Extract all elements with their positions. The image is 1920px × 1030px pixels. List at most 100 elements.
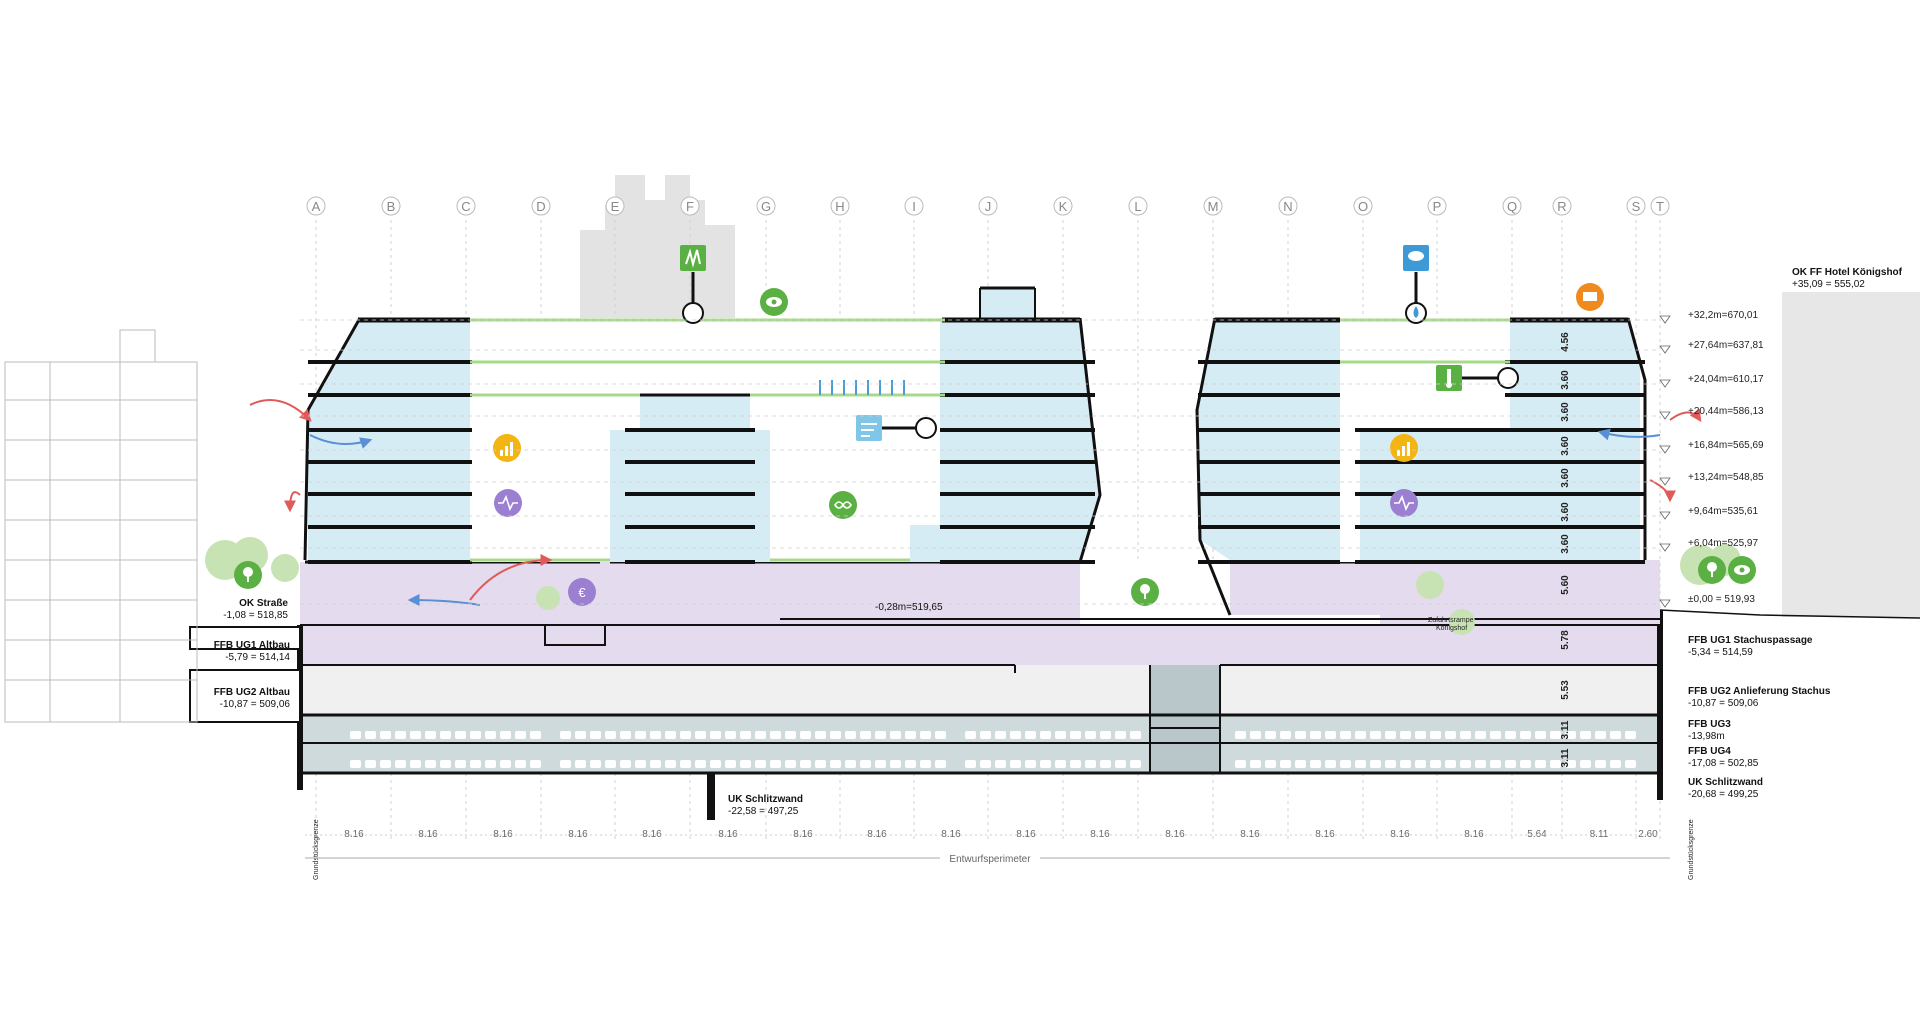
parking-car: [1295, 760, 1306, 768]
grid-axis-label: F: [686, 199, 694, 214]
parking-car: [380, 731, 391, 739]
parking-car: [935, 731, 946, 739]
parking-car: [845, 731, 856, 739]
parking-car: [530, 760, 541, 768]
level-value: +20,44m=586,13: [1688, 406, 1764, 417]
hotel-top-value: +35,09 = 555,02: [1792, 279, 1865, 290]
parking-car: [1400, 760, 1411, 768]
parking-car: [650, 731, 661, 739]
parking-car: [1610, 760, 1621, 768]
parking-car: [1520, 760, 1531, 768]
parking-car: [560, 760, 571, 768]
parking-car: [1445, 760, 1456, 768]
parking-car: [410, 760, 421, 768]
level-value: +16,84m=565,69: [1688, 440, 1764, 451]
parking-car: [1595, 731, 1606, 739]
parking-car: [965, 760, 976, 768]
parking-car: [680, 760, 691, 768]
parking-car: [485, 760, 496, 768]
parking-car: [590, 731, 601, 739]
parking-car: [1070, 760, 1081, 768]
parking-car: [500, 760, 511, 768]
parking-car: [1340, 760, 1351, 768]
parking-car: [380, 760, 391, 768]
uk-schlitzwand-right-value: -20,68 = 499,25: [1688, 789, 1759, 800]
parking-car: [1355, 731, 1366, 739]
grid-axis-label: T: [1656, 199, 1664, 214]
floor-height: 3.60: [1560, 402, 1571, 422]
parking-car: [815, 760, 826, 768]
parking-car: [695, 731, 706, 739]
level-value: +6,04m=525,97: [1688, 538, 1758, 549]
rain-cloud-icon: [1403, 245, 1429, 324]
grid-axis-label: C: [461, 199, 470, 214]
floor-height: 3.60: [1560, 370, 1571, 390]
parking-car: [965, 731, 976, 739]
level-value: +24,04m=610,17: [1688, 374, 1764, 385]
parking-car: [740, 760, 751, 768]
parking-car: [620, 731, 631, 739]
parking-car: [440, 760, 451, 768]
grid-axis-bubble: [1626, 196, 1646, 216]
thermometer-icon: [1436, 365, 1519, 391]
grid-dimension: 8.16: [1464, 829, 1484, 840]
parking-car: [755, 731, 766, 739]
parking-car: [560, 731, 571, 739]
grid-dimension: 8.16: [867, 829, 887, 840]
parking-car: [1340, 731, 1351, 739]
parking-car: [395, 760, 406, 768]
parking-car: [860, 760, 871, 768]
grid-axis-bubble: [1552, 196, 1572, 216]
parking-car: [1280, 760, 1291, 768]
grundstueck-label-left: Grundstücksgrenze: [313, 819, 320, 880]
parking-car: [1265, 760, 1276, 768]
parking-car: [1085, 760, 1096, 768]
parking-car: [1250, 760, 1261, 768]
ug3-label: FFB UG3: [1688, 719, 1731, 730]
parking-car: [1505, 731, 1516, 739]
parking-car: [1115, 731, 1126, 739]
parking-car: [1130, 731, 1141, 739]
parking-car: [1475, 731, 1486, 739]
level-triangle: [1659, 477, 1671, 486]
level-triangle: [1659, 315, 1671, 324]
parking-car: [1055, 731, 1066, 739]
parking-car: [980, 731, 991, 739]
grundstueck-label-right: Grundstücksgrenze: [1688, 819, 1695, 880]
floor-height: 3.60: [1560, 436, 1571, 456]
parking-car: [1310, 760, 1321, 768]
growth-chart-icon: [493, 434, 521, 462]
parking-car: [1235, 731, 1246, 739]
level-triangle: [1659, 411, 1671, 420]
ug1-altbau-value: -5,79 = 514,14: [225, 652, 290, 663]
parking-car: [845, 760, 856, 768]
eye-icon-right: [1728, 556, 1756, 584]
parking-car: [890, 731, 901, 739]
parking-car: [350, 731, 361, 739]
parking-car: [875, 760, 886, 768]
grid-axis-label: R: [1557, 199, 1566, 214]
parking-car: [1040, 731, 1051, 739]
level-triangle: [1659, 599, 1671, 608]
floor-height: 4.56: [1560, 332, 1571, 352]
zufahrt-label-2: Königshof: [1436, 625, 1467, 632]
grid-dimension: 5.64: [1527, 829, 1547, 840]
parking-car: [920, 760, 931, 768]
grid-dimension: 8.16: [793, 829, 813, 840]
ug3-value: -13,98m: [1688, 731, 1725, 742]
parking-car: [1280, 731, 1291, 739]
parking-car: [785, 731, 796, 739]
grid-dimension: 8.16: [718, 829, 738, 840]
tree-icon: [234, 561, 262, 589]
floor-height: 3.60: [1560, 502, 1571, 522]
parking-car: [650, 760, 661, 768]
neighbour-building-right: [1782, 292, 1920, 617]
level-value: +9,64m=535,61: [1688, 506, 1758, 517]
parking-car: [470, 731, 481, 739]
grid-axis-bubble: [531, 196, 551, 216]
grid-axis-label: M: [1208, 199, 1219, 214]
grid-axis-label: A: [312, 199, 321, 214]
parking-car: [890, 760, 901, 768]
parking-car: [755, 760, 766, 768]
grid-axis-bubble: [1427, 196, 1447, 216]
